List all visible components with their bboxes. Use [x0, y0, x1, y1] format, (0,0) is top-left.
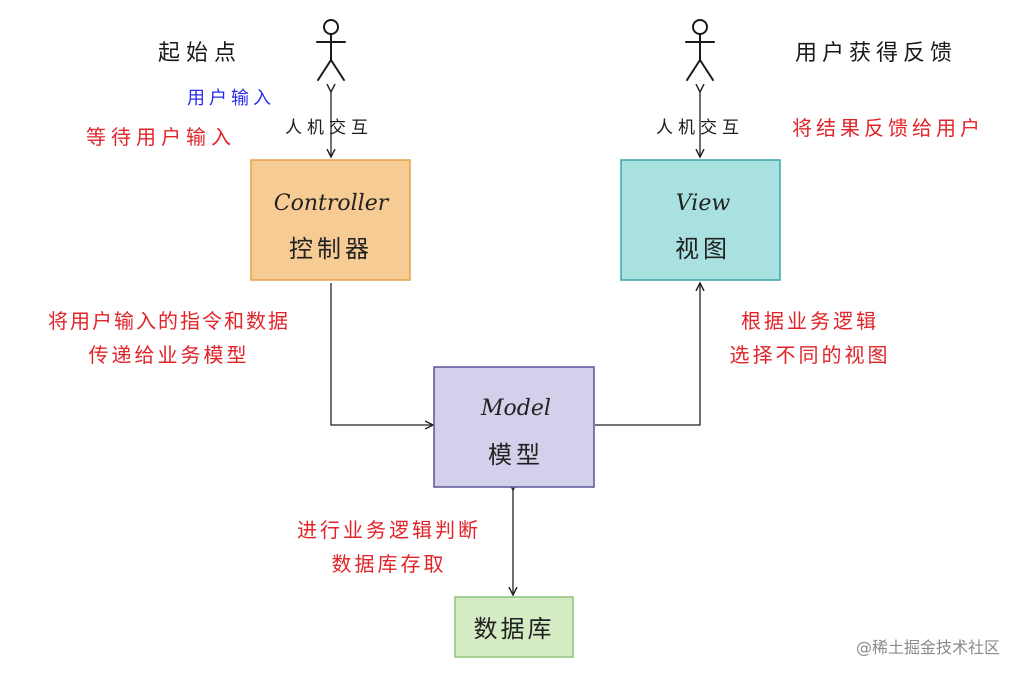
- model-subtitle: 模型: [488, 441, 544, 469]
- start-actor-icon: [316, 19, 346, 81]
- model-db-label-2: 数据库存取: [332, 552, 447, 576]
- start-interaction-label: 人机交互: [285, 118, 373, 138]
- model-title: Model: [480, 396, 551, 421]
- end-interaction-label: 人机交互: [656, 118, 744, 138]
- end-actor-icon: [685, 19, 715, 81]
- controller-title: Controller: [274, 191, 390, 216]
- view-title: View: [676, 191, 731, 216]
- view-subtitle: 视图: [675, 235, 731, 263]
- controller-model-label-2: 传递给业务模型: [89, 343, 250, 367]
- model-view-label-1: 根据业务逻辑: [741, 309, 879, 333]
- controller-model-label-1: 将用户输入的指令和数据: [48, 309, 290, 333]
- database-node: 数据库: [454, 596, 574, 658]
- controller-node: Controller 控制器: [250, 159, 411, 281]
- edge-controller-model: [330, 283, 433, 425]
- controller-box: [250, 159, 411, 281]
- end-actor-name: 用户获得反馈: [795, 41, 957, 66]
- start-waiting-label: 等待用户输入: [86, 125, 236, 149]
- model-box: [433, 366, 595, 488]
- model-view-label-2: 选择不同的视图: [730, 343, 891, 367]
- start-user-input: 用户输入: [187, 88, 275, 109]
- view-node: View 视图: [620, 159, 781, 281]
- database-box: [454, 596, 574, 658]
- start-actor-name: 起始点: [158, 41, 242, 66]
- database-title: 数据库: [474, 615, 555, 643]
- model-node: Model 模型: [433, 366, 595, 488]
- model-db-label-1: 进行业务逻辑判断: [297, 518, 481, 542]
- edge-model-view: [595, 283, 700, 426]
- controller-subtitle: 控制器: [289, 235, 373, 263]
- end-feedback-label: 将结果反馈给用户: [792, 116, 984, 140]
- view-box: [620, 159, 781, 281]
- watermark: @稀土掘金技术社区: [856, 638, 1000, 657]
- connectors: [331, 92, 700, 595]
